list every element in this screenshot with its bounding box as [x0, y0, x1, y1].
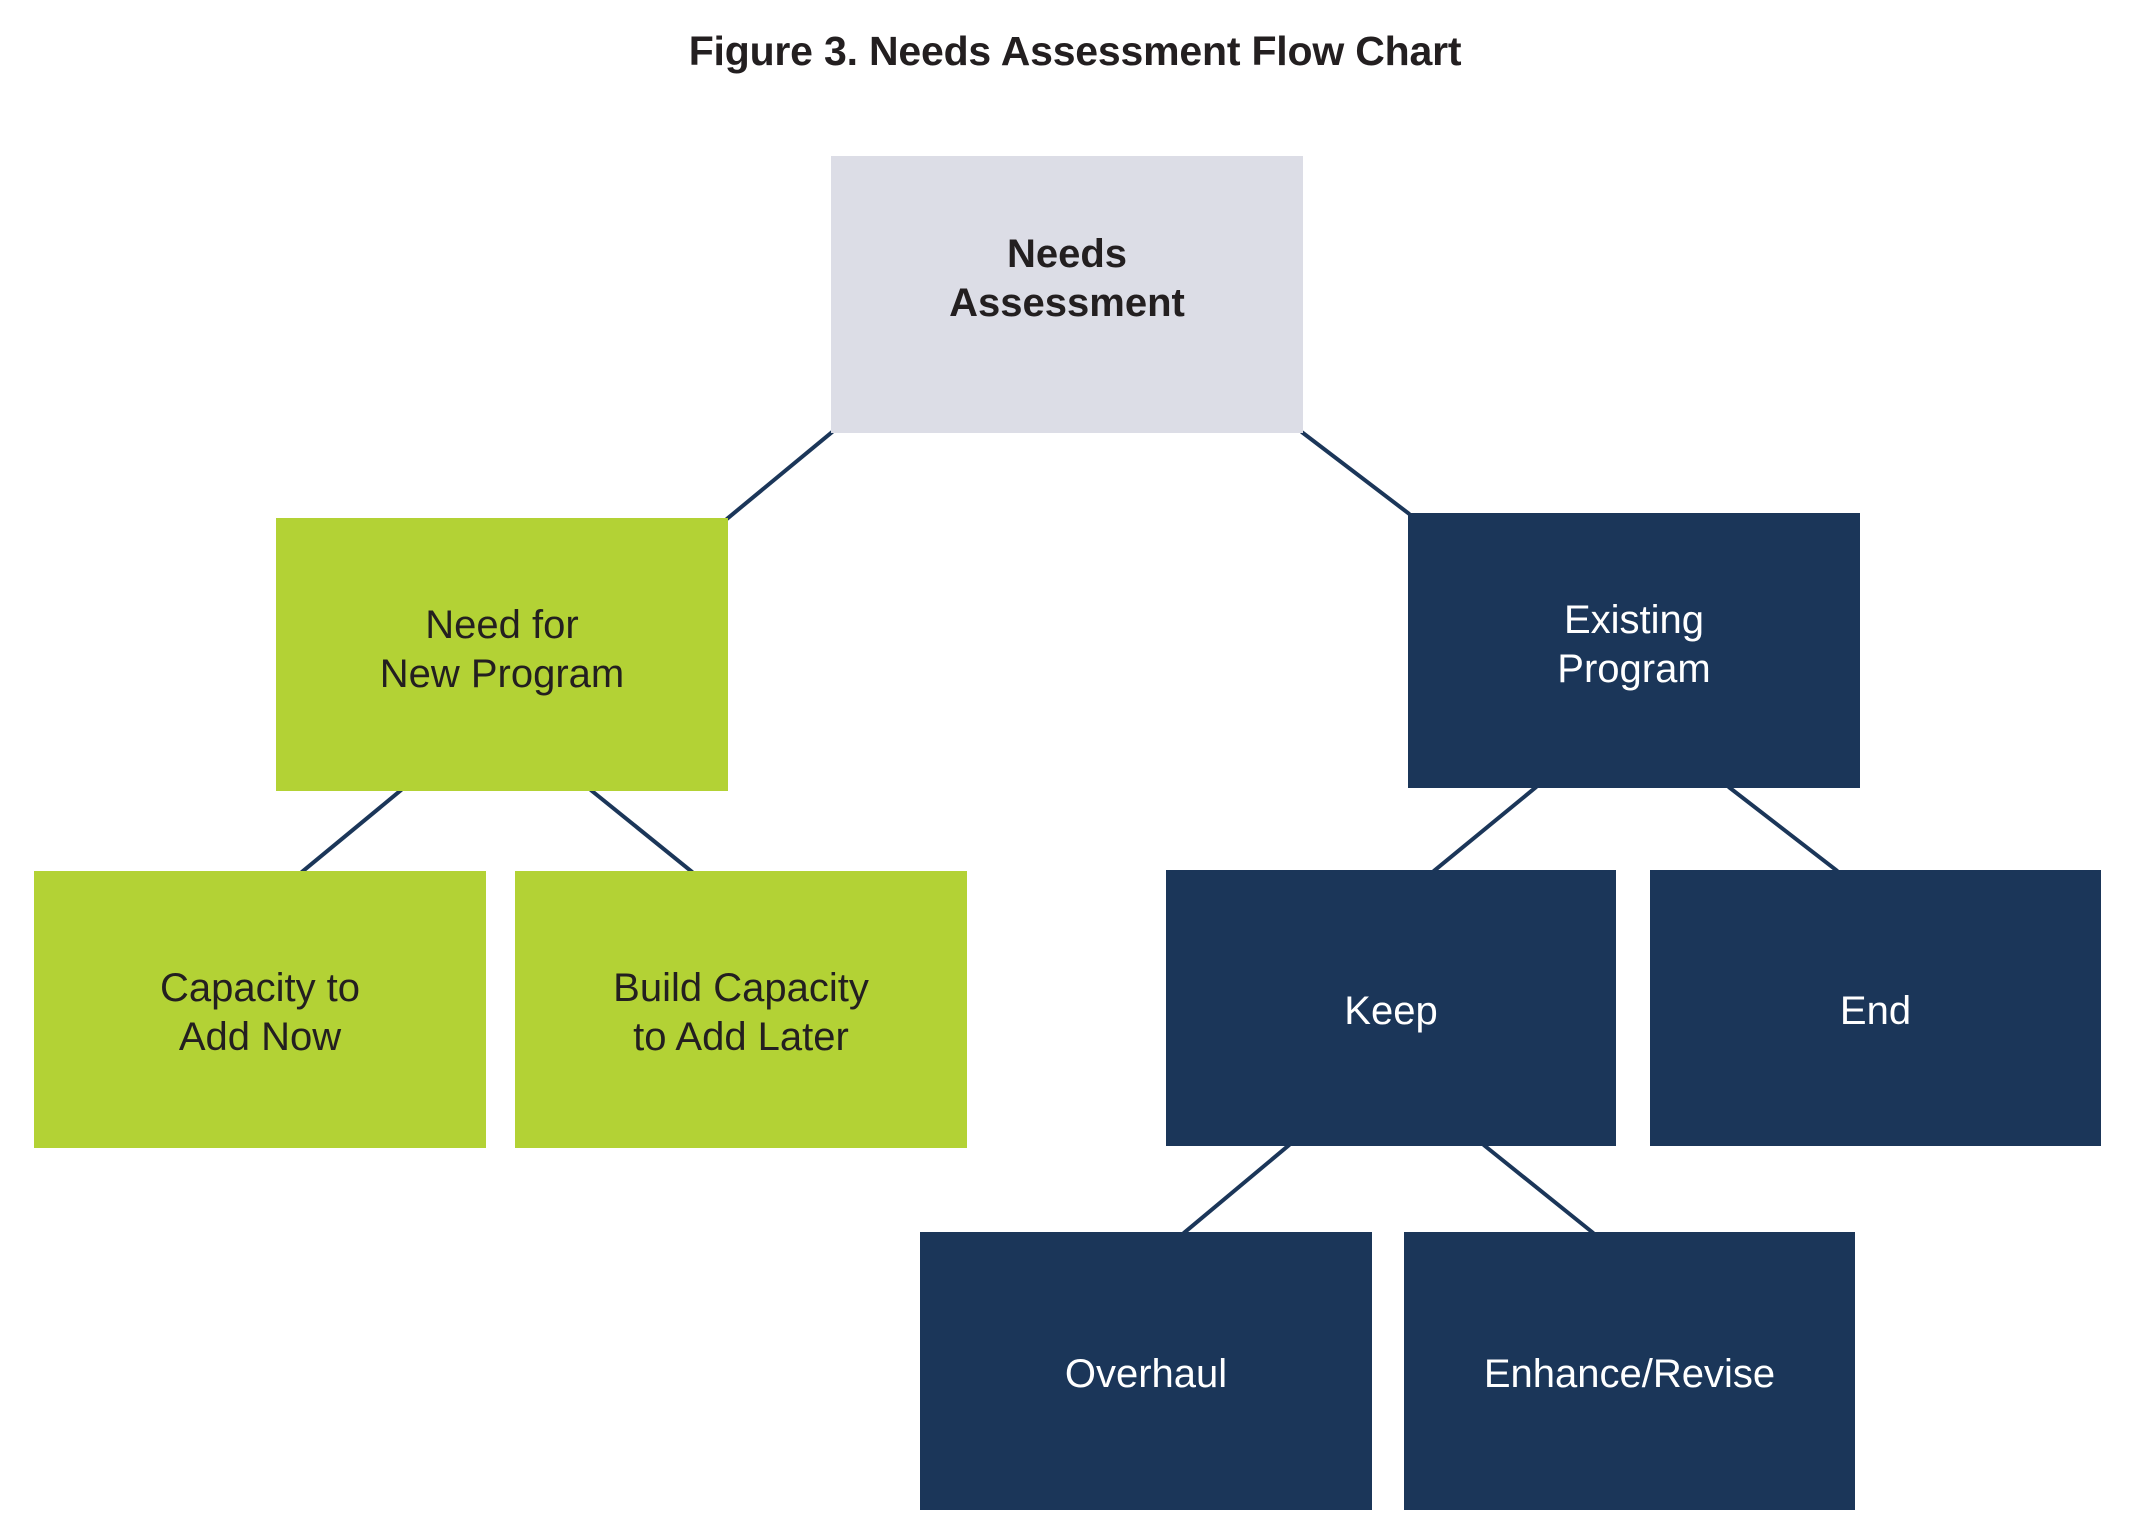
edge-need-new-program-to-capacity-add-now [300, 788, 403, 874]
figure-title: Figure 3. Needs Assessment Flow Chart [688, 28, 1462, 74]
edge-needs-assessment-to-existing-program [1300, 430, 1411, 516]
node-end[interactable]: End [1650, 870, 2101, 1146]
node-enhance-revise[interactable]: Enhance/Revise [1404, 1232, 1855, 1510]
node-build-capacity-to-add-later[interactable]: Build Capacity to Add Later [515, 871, 967, 1148]
node-overhaul[interactable]: Overhaul [920, 1232, 1372, 1510]
node-overhaul-label: Overhaul [1064, 1352, 1228, 1396]
edge-needs-assessment-to-need-new-program [725, 430, 834, 521]
node-keep[interactable]: Keep [1166, 870, 1616, 1146]
node-keep-label: Keep [1344, 989, 1438, 1033]
node-needs-assessment[interactable]: Needs Assessment [831, 156, 1303, 433]
node-existing-program-label: Existing Program [1557, 598, 1711, 691]
edge-keep-to-overhaul [1182, 1143, 1291, 1235]
node-need-for-new-program[interactable]: Need for New Program [276, 518, 728, 791]
node-end-label: End [1839, 989, 1912, 1033]
node-existing-program[interactable]: Existing Program [1408, 513, 1860, 788]
edge-keep-to-enhance-revise [1482, 1143, 1595, 1235]
node-need-for-new-program-label: Need for New Program [379, 603, 625, 696]
node-capacity-to-add-now-label: Capacity to Add Now [159, 966, 361, 1059]
node-enhance-revise-label: Enhance/Revise [1483, 1352, 1776, 1396]
edge-existing-program-to-keep [1432, 785, 1538, 873]
node-build-capacity-to-add-later-label: Build Capacity to Add Later [613, 966, 869, 1059]
edge-need-new-program-to-build-capacity [589, 788, 694, 874]
edge-existing-program-to-end [1727, 785, 1839, 873]
node-needs-assessment-label: Needs Assessment [949, 232, 1185, 325]
node-capacity-to-add-now[interactable]: Capacity to Add Now [34, 871, 486, 1148]
